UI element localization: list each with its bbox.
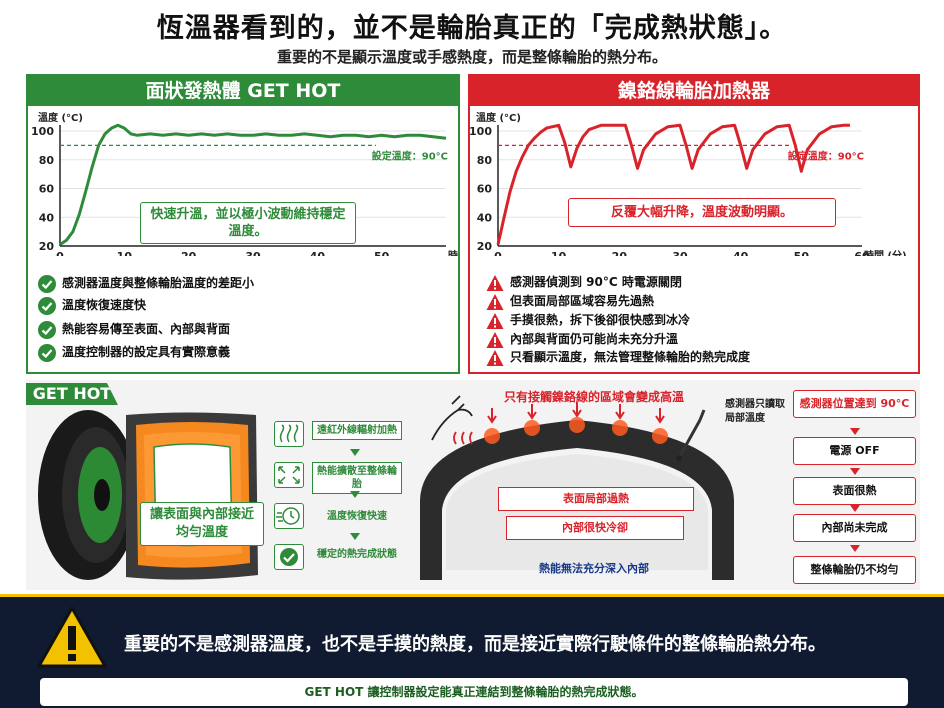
flow-box: 感測器位置達到 90°C [793, 390, 916, 418]
temperature-series-line [496, 123, 850, 245]
gethot-step: 溫度恢復快速 [327, 511, 387, 522]
flow-arrows [850, 428, 860, 552]
gethot-callout: 快速升溫，並以極小波動維持穩定溫度。 [140, 202, 356, 244]
expand-icon [274, 462, 304, 488]
warning-icon [486, 349, 504, 367]
inner-cool-box: 內部很快冷卻 [506, 516, 684, 540]
gethot-step: 遠紅外線輻射加熱 [312, 421, 402, 440]
tire-section-icon [420, 420, 734, 580]
y-tick-label: 20 [39, 240, 55, 253]
x-tick-label: 40 [733, 250, 749, 256]
x-tick-label: 30 [245, 250, 261, 256]
speed-icon [274, 503, 304, 529]
down-arrow-icon [487, 402, 665, 424]
x-tick-label: 20 [612, 250, 628, 256]
heat-icon [453, 431, 473, 445]
check-icon [38, 320, 56, 339]
gethot-step: 熱能擴散至整條輪胎 [312, 462, 402, 494]
page-title: 恆溫器看到的，並不是輪胎真正的「完成熱狀態」。 [156, 13, 788, 44]
nichrome-temperature-chart: 204060801000102030405060溫度 (°C)時間 (分)設定溫… [470, 111, 907, 256]
gethot-bullet: 溫度恢復速度快 [38, 296, 146, 315]
y-tick-label: 20 [477, 240, 493, 253]
nichrome-panel-title: 鎳鉻線輪胎加熱器 [470, 76, 918, 106]
y-tick-label: 40 [39, 211, 55, 224]
temperature-series-line [59, 123, 447, 246]
step-arrows [350, 449, 360, 540]
warning-icon [486, 274, 504, 292]
tire-illustration [38, 410, 258, 580]
check-icon [274, 544, 304, 570]
y-tick-label: 100 [470, 125, 492, 138]
nichrome-bullet: 手摸很熱，拆下後卻很快感到冰冷 [486, 311, 690, 330]
y-tick-label: 60 [39, 183, 55, 196]
gethot-section-label: 讓表面與內部接近均勻溫度 [140, 502, 264, 546]
sensor-probe-icon [678, 409, 706, 457]
nichrome-bullet: 感測器偵測到 90°C 時電源關閉 [486, 273, 682, 292]
x-tick-label: 10 [551, 250, 567, 256]
flow-box: 表面很熱 [793, 477, 916, 505]
y-axis-label: 溫度 (°C) [38, 111, 83, 124]
x-tick-label: 0 [56, 250, 64, 256]
gethot-chart-panel: 面狀發熱體 GET HOT 20 40 60 80 100 0 10 20 30 40 50 溫度 (… [26, 74, 460, 374]
x-tick-label: 50 [374, 250, 390, 256]
x-tick-label: 30 [672, 250, 688, 256]
sensor-label: 感測器只讀取局部溫度 [725, 399, 785, 424]
check-icon [38, 274, 56, 293]
nichrome-callout: 反覆大幅升降，溫度波動明顯。 [568, 198, 836, 227]
warning-icon [486, 331, 504, 349]
nichrome-top-label: 只有接觸鎳鉻線的區域會變成高溫 [503, 390, 684, 404]
x-tick-label: 50 [794, 250, 810, 256]
x-tick-label: 0 [494, 250, 502, 256]
flow-box: 電源 OFF [793, 437, 916, 465]
banner-message: 重要的不是感測器溫度，也不是手摸的熱度，而是接近實際行駛條件的整條輪胎熱分布。 [124, 634, 826, 655]
y-tick-label: 100 [31, 125, 54, 138]
x-axis-label: 時間 (分) [864, 249, 907, 256]
gethot-badge: GET HOT [26, 383, 118, 405]
nichrome-bottom-label: 熱能無法充分深入內部 [539, 562, 649, 575]
gethot-bullet: 感測器溫度與整條輪胎溫度的差距小 [38, 274, 254, 293]
nichrome-tire-illustration [420, 395, 734, 580]
y-tick-label: 40 [477, 211, 493, 224]
nichrome-bullet: 只看顯示溫度，無法管理整條輪胎的熱完成度 [486, 348, 750, 367]
gethot-bullet: 溫度控制器的設定具有實際意義 [38, 343, 230, 362]
x-tick-label: 60 [854, 250, 870, 256]
hand-icon [431, 395, 473, 441]
surface-overheat-box: 表面局部過熱 [498, 487, 694, 511]
y-tick-label: 60 [477, 183, 493, 196]
nichrome-bullet: 內部與背面仍可能尚未充分升溫 [486, 330, 678, 349]
warning-icon [486, 312, 504, 330]
y-axis-label: 溫度 (°C) [476, 111, 521, 124]
x-axis-label: 時間 (分) [448, 249, 458, 256]
check-icon [38, 343, 56, 362]
page-subtitle: 重要的不是顯示溫度或手感熱度，而是整條輪胎的熱分布。 [276, 48, 667, 66]
warning-icon [486, 293, 504, 311]
infrared-icon [274, 421, 304, 447]
gethot-panel-title: 面狀發熱體 GET HOT [28, 76, 458, 106]
nichrome-chart-panel: 鎳鉻線輪胎加熱器 20 40 60 80 100 0 10 20 30 40 50 60 溫度 (°C)… [468, 74, 920, 374]
y-tick-label: 80 [477, 154, 493, 167]
hotspot-icon [484, 417, 668, 444]
banner-footer: GET HOT 讓控制器設定能真正連結到整條輪胎的熱完成狀態。 [40, 678, 908, 706]
x-tick-label: 40 [310, 250, 326, 256]
warning-icon [37, 606, 107, 668]
flow-box: 內部尚未完成 [793, 514, 916, 542]
x-tick-label: 10 [117, 250, 133, 256]
check-icon [38, 296, 56, 315]
x-tick-label: 20 [181, 250, 197, 256]
y-tick-label: 80 [39, 154, 55, 167]
setpoint-label: 設定溫度：90°C [372, 149, 448, 162]
gethot-temperature-chart: 20 40 60 80 100 0 10 20 30 40 50 溫度 (°C) 時間 (分) 設定溫度：… [31, 111, 458, 256]
nichrome-bullet: 但表面局部區域容易先過熱 [486, 292, 654, 311]
gethot-bullet: 熱能容易傳至表面、內部與背面 [38, 320, 230, 339]
gethot-step: 穩定的熱完成狀態 [317, 549, 397, 560]
flow-box: 整條輪胎仍不均勻 [793, 556, 916, 584]
